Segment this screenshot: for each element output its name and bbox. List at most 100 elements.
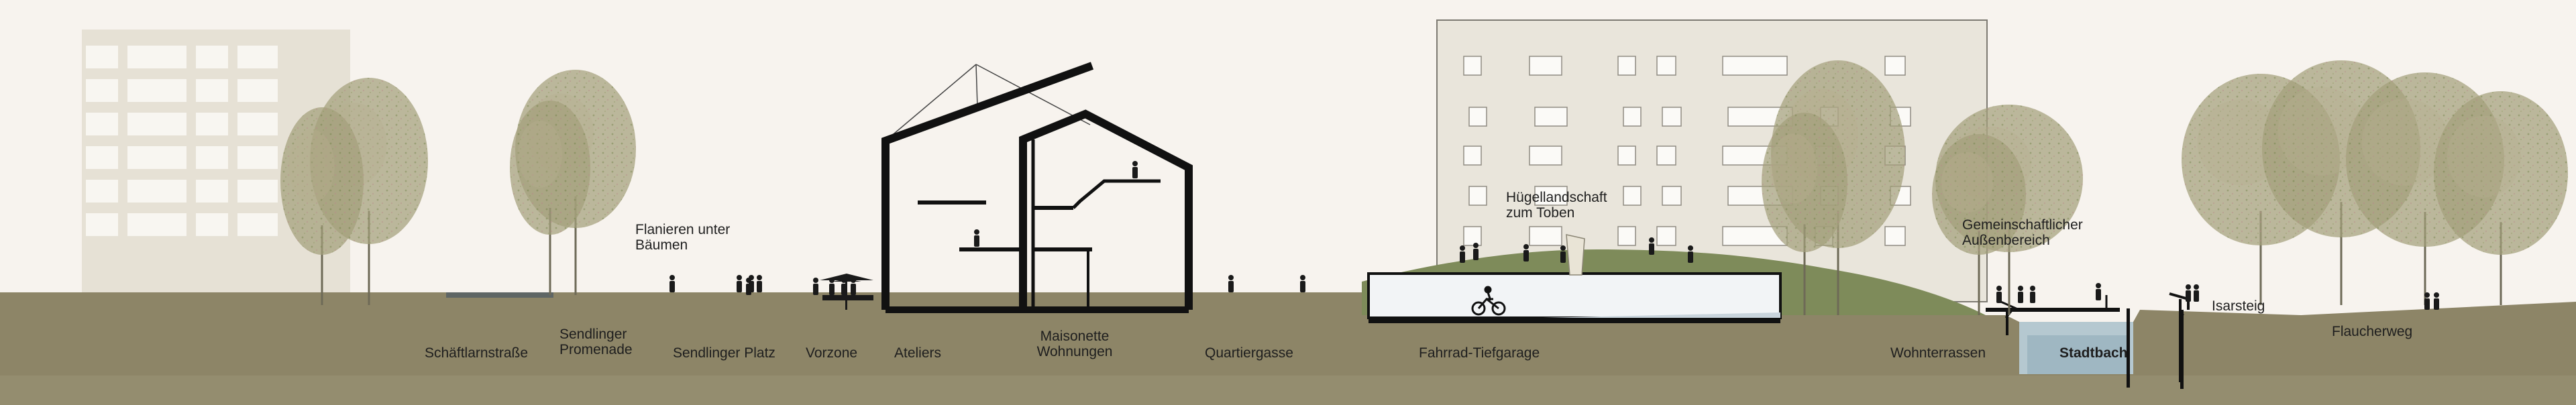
label-maisonette: Maisonette Wohnungen	[1037, 329, 1113, 359]
window	[237, 79, 278, 102]
label-fahrrad-tiefgarage: Fahrrad-Tiefgarage	[1419, 345, 1540, 361]
person-head	[1688, 245, 1693, 251]
tree	[1932, 134, 2026, 315]
label-vorzone: Vorzone	[806, 345, 858, 361]
tree-highlight	[2447, 115, 2521, 198]
window	[237, 180, 278, 202]
person-head	[2030, 286, 2035, 291]
person-figure	[1228, 275, 1234, 292]
bike-garage	[1367, 272, 1782, 323]
person-head	[1132, 161, 1138, 166]
ground-lower-band	[0, 375, 2576, 405]
person-body	[2424, 298, 2430, 310]
window	[86, 79, 118, 102]
window	[86, 113, 118, 135]
person-body	[1132, 167, 1138, 178]
person-head	[1460, 245, 1465, 251]
label-quartiergasse: Quartiergasse	[1205, 345, 1293, 361]
cyclist-icon	[1471, 286, 1506, 316]
window	[196, 146, 228, 169]
stadtbach-channel	[2019, 308, 2184, 389]
window	[127, 146, 186, 169]
label-sendlinger-promenade-line1: Sendlinger	[559, 327, 627, 342]
label-wohnterrassen: Wohnterrassen	[1890, 345, 1986, 361]
window	[1623, 186, 1642, 206]
window	[1722, 56, 1788, 76]
window	[127, 46, 186, 68]
person-head	[2186, 284, 2191, 290]
person-head	[1996, 286, 2002, 291]
person-figure	[737, 275, 742, 292]
window	[86, 46, 118, 68]
person-body	[1688, 251, 1693, 263]
annotation-gemeinschaftlicher: Gemeinschaftlicher Außenbereich	[1962, 217, 2083, 248]
label-schaeftlarnstrasse: Schäftlarnstraße	[425, 345, 529, 361]
window	[1656, 226, 1676, 246]
person-figure	[2186, 284, 2191, 302]
person-body	[974, 235, 979, 247]
window	[1529, 56, 1562, 76]
window	[1617, 56, 1636, 76]
person-body	[2018, 292, 2023, 303]
tree-highlight	[2197, 99, 2285, 186]
person-figure	[2096, 283, 2101, 300]
person-head	[2096, 283, 2101, 288]
window	[86, 180, 118, 202]
atelier-building-section	[881, 62, 1193, 313]
person-body	[757, 281, 762, 292]
window	[1468, 107, 1487, 127]
tree-highlight	[2361, 99, 2449, 186]
tree-highlight	[518, 121, 562, 188]
person-head	[2018, 286, 2023, 291]
window	[237, 46, 278, 68]
annotation-huegellandschaft: Hügellandschaft zum Toben	[1506, 190, 1607, 221]
person-body	[1560, 251, 1566, 263]
annotation-gemeinschaftlicher-line1: Gemeinschaftlicher	[1962, 217, 2083, 233]
person-body	[1460, 251, 1465, 263]
window	[1529, 146, 1562, 166]
tree-highlight	[1941, 152, 1993, 213]
person-body	[669, 281, 675, 292]
window	[1463, 56, 1482, 76]
person-head	[757, 275, 762, 280]
person-body	[829, 284, 835, 295]
window	[127, 180, 186, 202]
person-figure	[669, 275, 675, 292]
person-body	[2186, 290, 2191, 302]
window	[196, 113, 228, 135]
window	[127, 113, 186, 135]
window	[86, 213, 118, 236]
person-figure	[746, 278, 751, 295]
tree-texture	[1932, 134, 2026, 255]
tree-texture	[1762, 113, 1847, 252]
person-body	[1649, 243, 1654, 255]
label-sendlinger-promenade-line2: Promenade	[559, 342, 633, 357]
tree	[1762, 113, 1847, 315]
label-maisonette-line2: Wohnungen	[1036, 344, 1113, 359]
window	[1463, 146, 1482, 166]
person-figure	[1688, 245, 1693, 263]
tree	[2434, 91, 2568, 305]
window	[1463, 226, 1482, 246]
market-umbrellas	[820, 274, 873, 310]
label-sendlinger-promenade: Sendlinger Promenade	[559, 327, 633, 357]
tree-texture	[510, 101, 590, 235]
annotation-flanieren-line2: Bäumen	[635, 237, 688, 253]
person-figure	[1523, 244, 1529, 262]
window	[1662, 186, 1682, 206]
person-figure	[2194, 284, 2199, 302]
person-figure	[1460, 245, 1465, 263]
person-figure	[1996, 286, 2002, 303]
person-head	[1228, 275, 1234, 280]
person-head	[1523, 244, 1529, 249]
tree-texture	[2434, 91, 2568, 255]
person-figure	[2434, 292, 2439, 310]
person-figure	[974, 229, 979, 247]
person-body	[1523, 250, 1529, 262]
window	[1656, 56, 1676, 76]
window	[1662, 107, 1682, 127]
person-body	[2030, 292, 2035, 303]
label-sendlinger-platz: Sendlinger Platz	[673, 345, 775, 361]
person-head	[746, 278, 751, 283]
